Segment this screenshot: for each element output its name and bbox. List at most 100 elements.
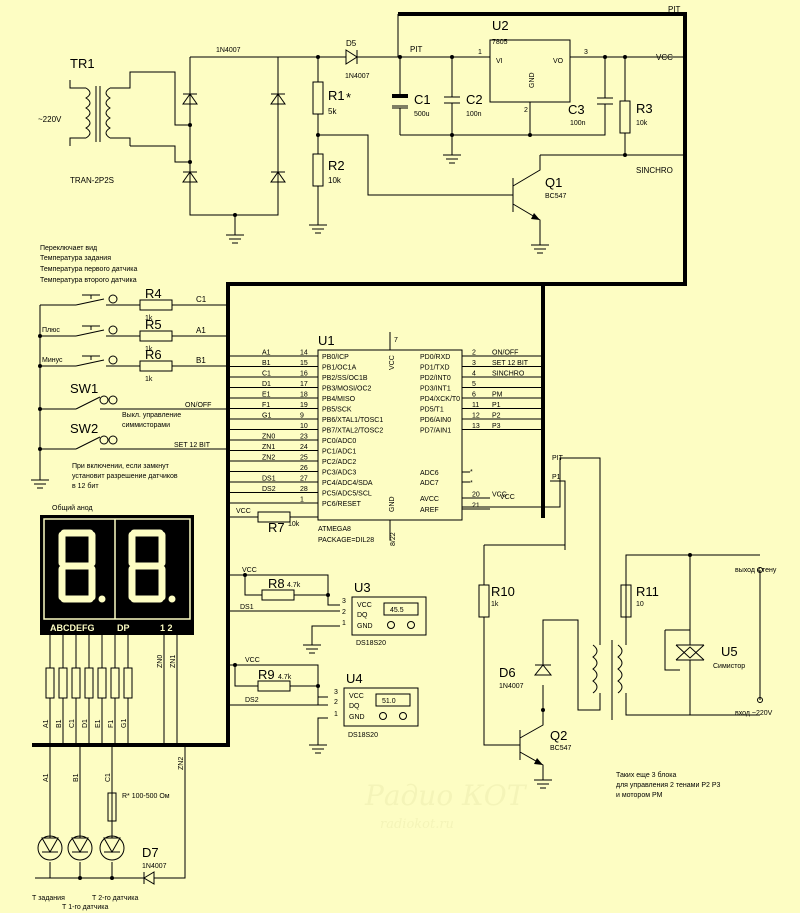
u1-left-pin-name: PC1/ADC1 <box>322 449 356 456</box>
svg-text:Температура второго датчика: Температура второго датчика <box>40 277 137 284</box>
c1-ref: C1 <box>414 92 431 107</box>
ds2-net: DS2 <box>245 697 259 704</box>
r1-ref: R1 <box>328 88 345 103</box>
svg-text:B1: B1 <box>73 773 80 782</box>
u1-left-pin-num: 15 <box>300 360 308 367</box>
r3-ref: R3 <box>636 101 653 116</box>
u1-right-pin-num: 11 <box>472 402 479 409</box>
u1-right-pin-name: PD7/AIN1 <box>420 428 451 435</box>
u1-part: ATMEGA8 <box>318 526 351 533</box>
q1-value: BC547 <box>545 193 567 200</box>
r8-ref: R8 <box>268 576 285 591</box>
svg-text:G1: G1 <box>121 719 128 728</box>
r5-ref: R5 <box>145 317 162 332</box>
minus-label: Минус <box>42 357 63 364</box>
r7-value: 10k <box>288 521 300 528</box>
r6-value: 1k <box>145 376 153 383</box>
u4-ref: U4 <box>346 671 363 686</box>
net-set12-left: SET 12 BIT <box>174 442 211 449</box>
u1-right-pin-net: P3 <box>492 423 501 430</box>
u1-right-pin-name: PD3/INT1 <box>420 386 451 393</box>
svg-text:Температура задания: Температура задания <box>40 255 111 262</box>
u1-pins822: 8/22 <box>390 532 397 546</box>
u4-value: DS18S20 <box>348 732 378 739</box>
sinchro-q1: R3 10k SINCHRO Q1 BC547 <box>500 55 685 254</box>
u2-ref: U2 <box>492 18 509 33</box>
u1-left-pin-name: PB7/XTAL2/TOSC2 <box>322 428 383 435</box>
seven-seg-display: Общий анод ABCDEFG DP 1 2 <box>40 504 194 635</box>
u2-p1: 1 <box>478 49 482 56</box>
svg-text:Температура первого датчика: Температура первого датчика <box>40 266 137 273</box>
u2-p3: 3 <box>584 49 588 56</box>
d6-value: 1N4007 <box>499 683 524 690</box>
svg-text:для управления 2 тенами P2 P3: для управления 2 тенами P2 P3 <box>616 782 720 789</box>
r2-value: 10k <box>328 176 342 185</box>
regulator-u2: PIT U2 7805 VI VO GND 1 2 3 C1 500u C2 1… <box>392 5 685 164</box>
net-b1: B1 <box>196 356 206 365</box>
svg-text:B1: B1 <box>56 719 63 728</box>
led-label-2: Т 1-го датчика <box>62 904 108 911</box>
u1-wiring: VCC R7 10k VCC PIT P1 <box>228 455 601 545</box>
u2-value: 7805 <box>492 39 508 46</box>
u1-left-pin-net: F1 <box>262 402 270 409</box>
u1-right-pin-num: 4 <box>472 371 476 378</box>
u1-left-pin-net: DS1 <box>262 476 276 483</box>
diode-d5: D5 1N4007 <box>278 39 398 80</box>
u1-right-pin-net: PM <box>492 392 503 399</box>
u2-p2: 2 <box>524 107 528 114</box>
display-title: Общий анод <box>52 504 93 512</box>
u1-left-pin-num: 14 <box>300 350 308 357</box>
r8-value: 4.7k <box>287 582 301 589</box>
adc6-mark: * <box>470 469 473 476</box>
u4-p3: 3 <box>334 689 338 696</box>
sw1-ref: SW1 <box>70 381 98 396</box>
sw2-ref: SW2 <box>70 421 98 436</box>
u1-left-pin-net: E1 <box>262 392 271 399</box>
u3-p3: 3 <box>342 598 346 605</box>
u1-right-pin-name: PD1/TXD <box>420 365 450 372</box>
ac-input-label: вход ~220V <box>735 710 773 717</box>
u3-vcc-net: VCC <box>242 567 257 574</box>
display-dp-label: DP <box>117 623 130 633</box>
u1-right-pin-net: ON/OFF <box>492 350 518 357</box>
p1-mid-label: P1 <box>552 474 561 481</box>
u1-left-pin-name: PB0/ICP <box>322 354 349 361</box>
tr1-value: TRAN-2P2S <box>70 176 114 185</box>
u1-right-pin-net: SINCHRO <box>492 371 525 378</box>
zn0-net: ZN0 <box>157 655 164 668</box>
u1-right-pin-num: 21 <box>472 503 480 510</box>
u1-vcc: VCC <box>389 355 396 370</box>
u1-left-pin-name: PB1/OC1A <box>322 365 357 372</box>
c2-value: 100n <box>466 111 482 118</box>
svg-text:Выкл. управление: Выкл. управление <box>122 412 181 419</box>
r7-ref: R7 <box>268 520 285 535</box>
r1-value: 5k <box>328 107 337 116</box>
led-label-3: Т 2-го датчика <box>92 895 138 902</box>
u1-left-pin-net: G1 <box>262 413 271 420</box>
svg-text:F1: F1 <box>108 720 115 728</box>
u1-right-pin-net: SET 12 BIT <box>492 360 529 367</box>
switch-sw1: SW1 ON/OFF Выкл. управление симмисторами <box>40 381 228 429</box>
u3-p1: 1 <box>342 620 346 627</box>
q2-value: BC547 <box>550 745 572 752</box>
u1-right-pin-name: PD0/RXD <box>420 354 450 361</box>
u1-left-pin-num: 24 <box>300 444 308 451</box>
r3-value: 10k <box>636 120 648 127</box>
ds1-net: DS1 <box>240 604 254 611</box>
u1-gnd: GND <box>389 496 396 512</box>
u1-left-pin-num: 9 <box>300 413 304 420</box>
d7-value: 1N4007 <box>142 863 167 870</box>
u1-left-pin-num: 16 <box>300 371 308 378</box>
r10-ref: R10 <box>491 584 515 599</box>
net-on-off-left: ON/OFF <box>185 402 211 409</box>
net-a1: A1 <box>196 326 206 335</box>
u1-right-pin-num: 12 <box>472 413 480 420</box>
u4-p2: 2 <box>334 699 338 706</box>
u1-left-pin-num: 27 <box>300 476 308 483</box>
u5-ref: U5 <box>721 644 738 659</box>
svg-text:в 12 бит: в 12 бит <box>72 482 99 490</box>
plus-label: Плюс <box>42 327 60 334</box>
c2-ref: C2 <box>466 92 483 107</box>
triac-driver: R10 1k R11 10 D6 1N4007 Q2 BC547 U5 Сими… <box>478 544 777 799</box>
u1-right-pin-num: 13 <box>472 423 480 430</box>
